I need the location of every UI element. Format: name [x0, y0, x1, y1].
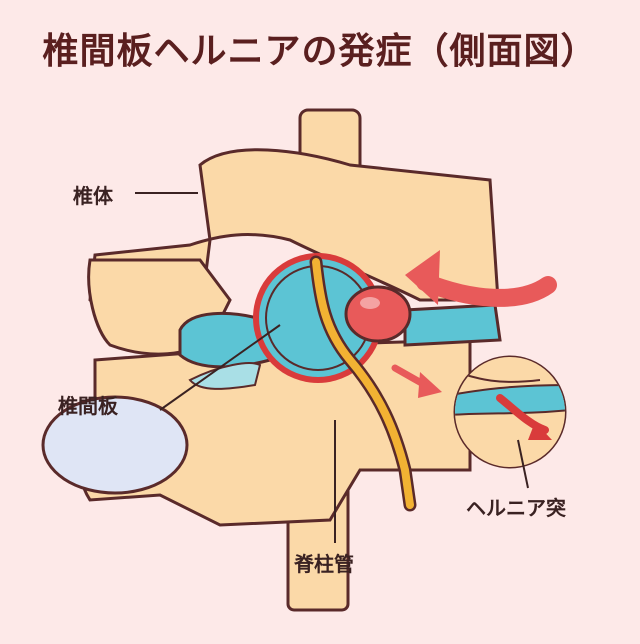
herniated-nucleus	[344, 285, 412, 343]
pressure-arrow-shaft	[416, 273, 557, 307]
leader-herniation	[517, 439, 529, 489]
disc-bubble	[41, 395, 189, 495]
small-arrow-head	[418, 372, 442, 398]
leader-disc	[159, 324, 281, 411]
page-title: 椎間板ヘルニアの発症（側面図）	[42, 31, 598, 72]
pressure-arrow-head	[405, 250, 440, 305]
disc-right	[403, 303, 502, 347]
label-spinal-canal: 脊柱管	[294, 552, 354, 576]
label-intervertebral-disc: 椎間板	[58, 394, 118, 418]
label-herniation: ヘルニア突	[466, 496, 566, 520]
label-vertebral-body: 椎体	[73, 184, 113, 208]
nucleus-highlight	[360, 297, 380, 309]
nerve-root	[312, 258, 414, 509]
